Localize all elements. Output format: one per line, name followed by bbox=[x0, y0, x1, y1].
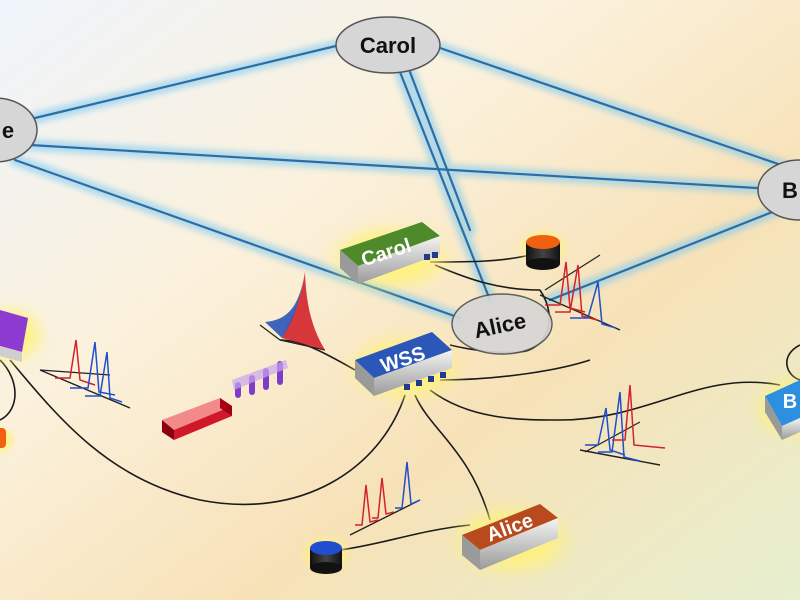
fiber-wss-bob bbox=[429, 381, 781, 421]
fiber-wss-left bbox=[9, 359, 406, 506]
node-carol[interactable]: Carol bbox=[335, 16, 441, 74]
spectrum-right bbox=[579, 384, 666, 466]
node-left-partial[interactable]: e bbox=[0, 97, 38, 163]
network-links bbox=[9, 39, 796, 324]
device-carol[interactable]: Carol bbox=[324, 222, 456, 294]
link-carol-bob bbox=[438, 46, 792, 170]
node-bob-label: B bbox=[782, 178, 798, 203]
link-left-bob bbox=[28, 143, 792, 192]
spectrum-center-right bbox=[539, 254, 621, 331]
node-bob-partial[interactable]: B bbox=[757, 159, 800, 221]
bell-spectrum-icon bbox=[259, 272, 326, 351]
node-alice[interactable]: Alice bbox=[451, 293, 553, 355]
device-bob-partial[interactable]: B bbox=[752, 374, 800, 442]
device-bob-label: B bbox=[783, 391, 797, 413]
device-left-partial[interactable] bbox=[0, 303, 48, 367]
spectrum-left bbox=[39, 339, 131, 409]
link-carol-alice-2 bbox=[408, 70, 472, 232]
spectrum-bottom bbox=[349, 461, 421, 536]
node-carol-label: Carol bbox=[360, 33, 416, 58]
link-alice-bob bbox=[548, 203, 792, 302]
link-left-carol bbox=[33, 43, 342, 120]
device-wss[interactable]: WSS bbox=[343, 332, 467, 404]
left-glow-small bbox=[0, 426, 16, 454]
detector-orange[interactable] bbox=[517, 228, 569, 270]
detector-blue[interactable] bbox=[300, 535, 352, 575]
fiber-wss-alice bbox=[414, 394, 491, 521]
laser-source[interactable] bbox=[162, 398, 232, 440]
device-alice[interactable]: Alice bbox=[448, 502, 576, 578]
node-left-label: e bbox=[2, 118, 14, 143]
spectral-filter[interactable] bbox=[232, 360, 288, 398]
